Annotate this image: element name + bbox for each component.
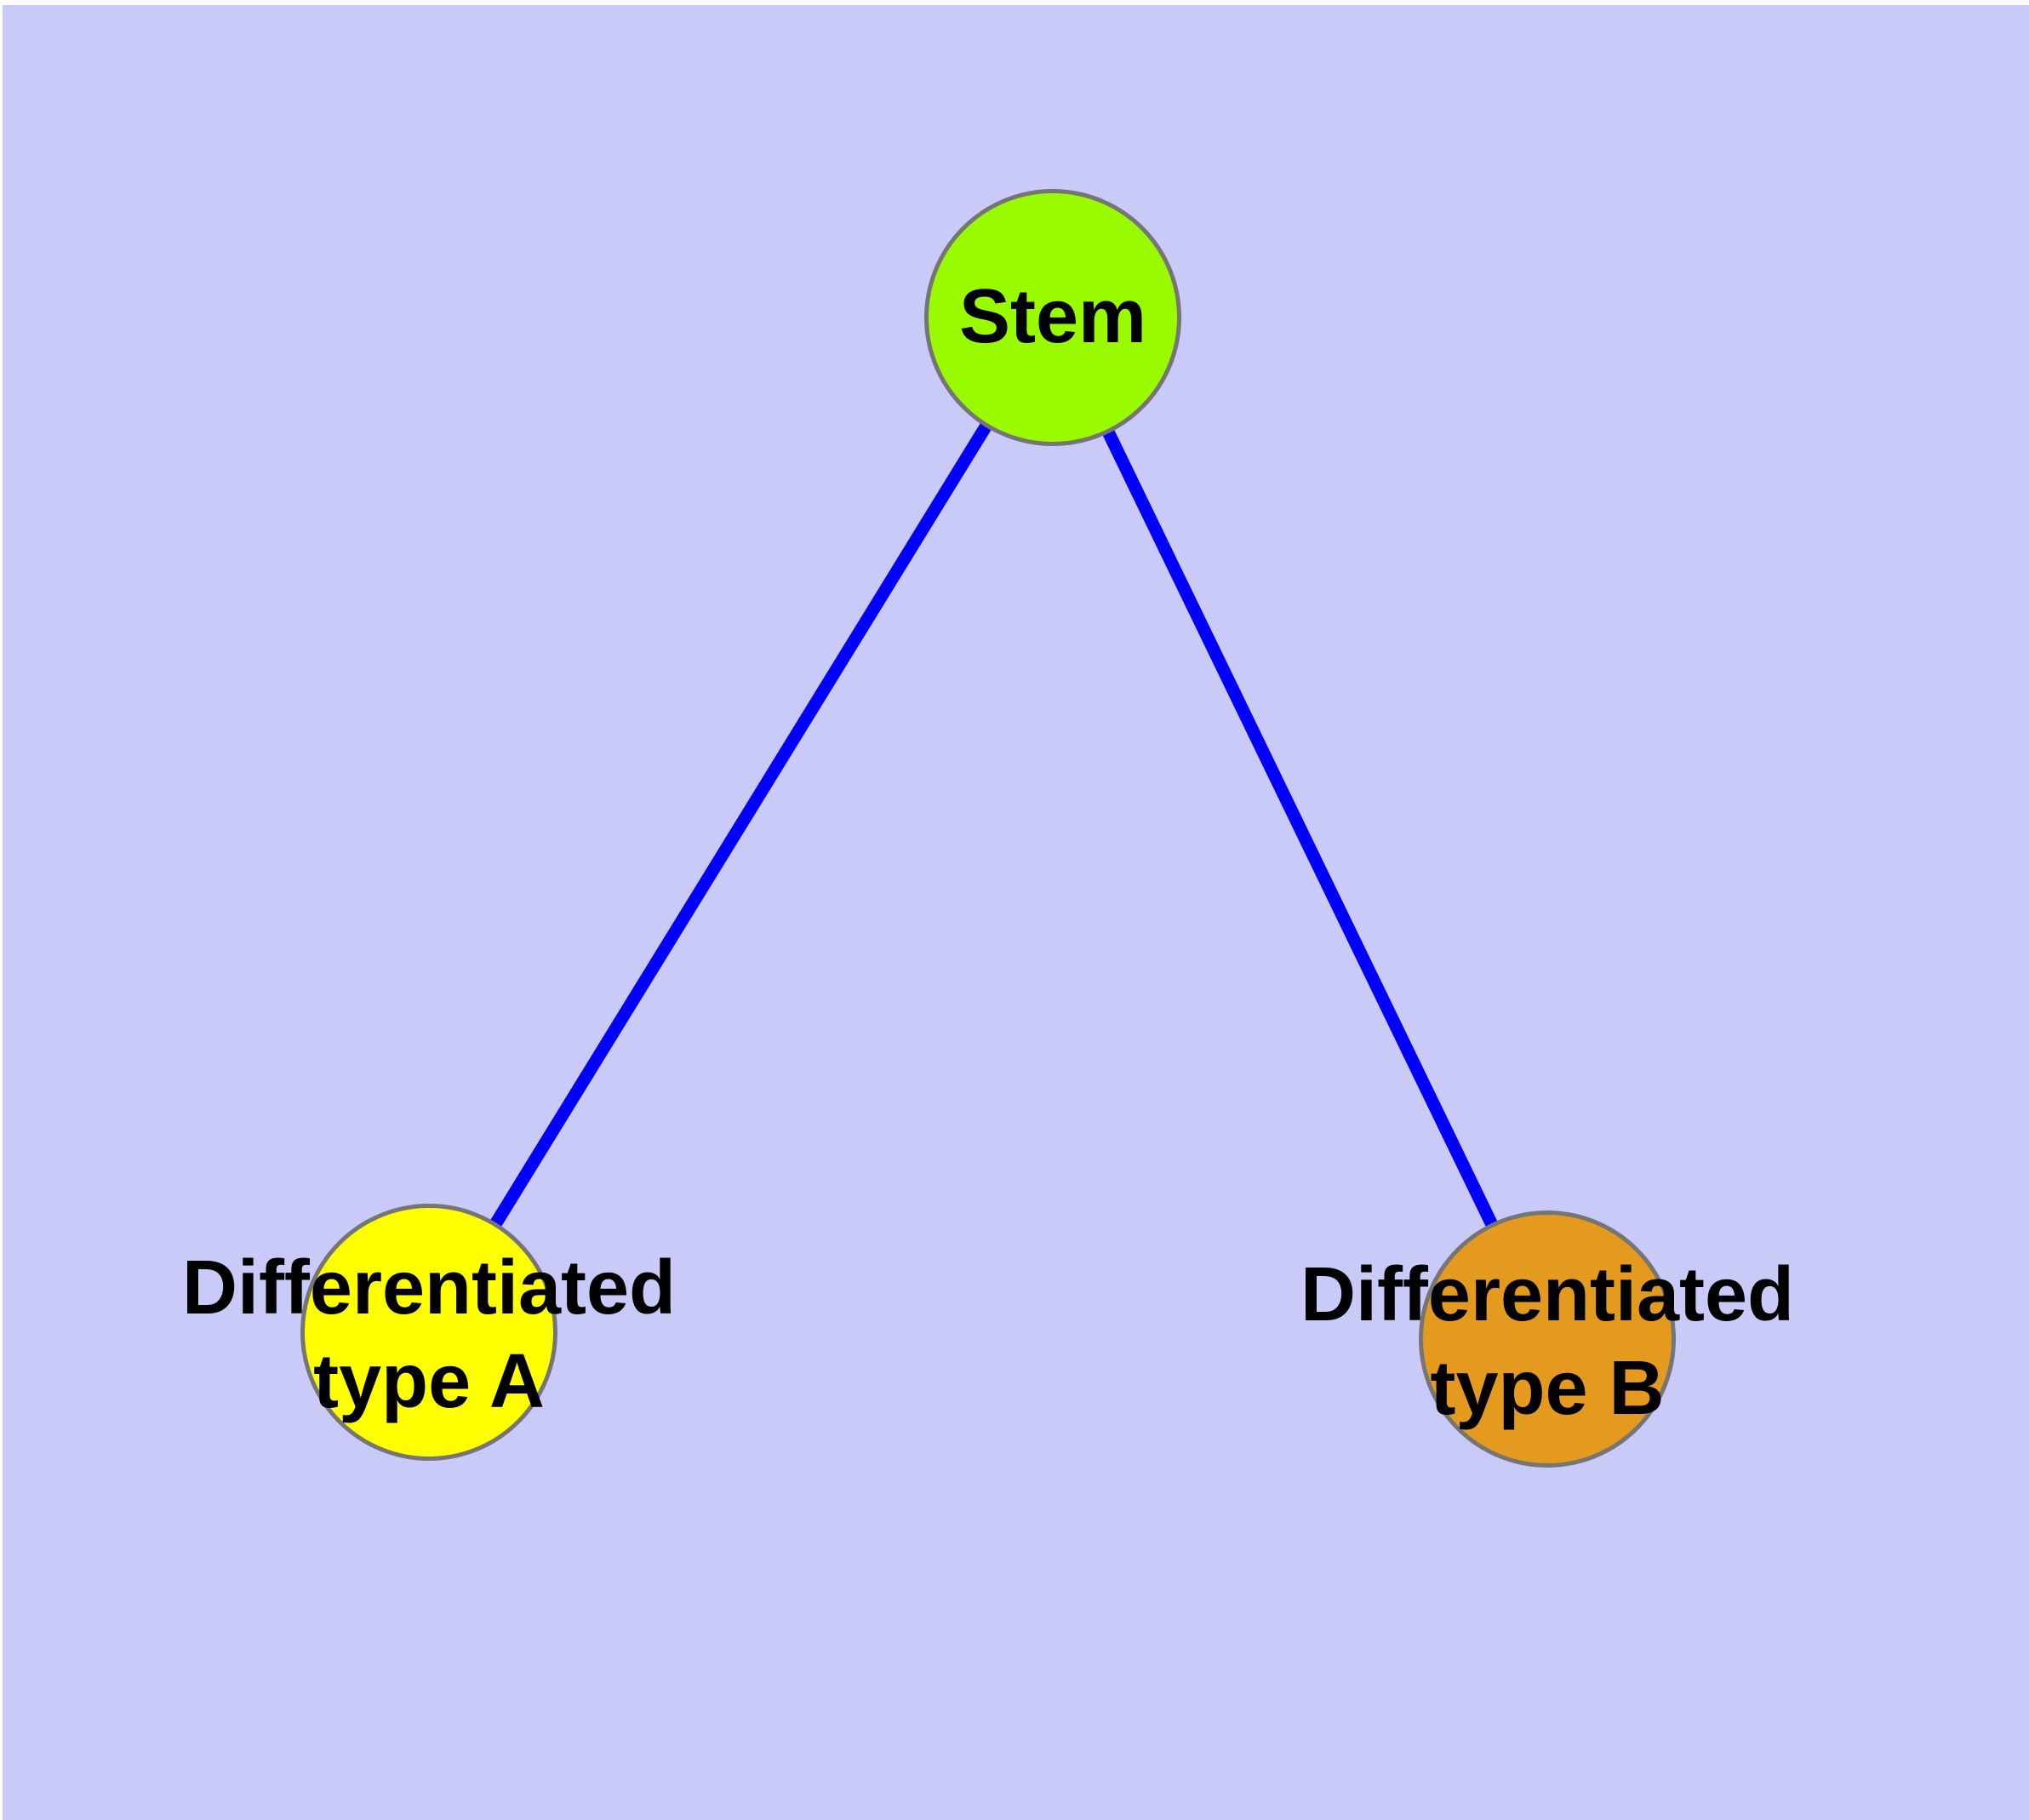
edge-stem-to-type-b	[1047, 314, 1553, 1342]
node-stem	[924, 189, 1181, 446]
node-differentiated-type-b	[1419, 1210, 1676, 1468]
edge-stem-to-type-a	[423, 314, 1059, 1336]
node-differentiated-type-a	[300, 1204, 557, 1461]
